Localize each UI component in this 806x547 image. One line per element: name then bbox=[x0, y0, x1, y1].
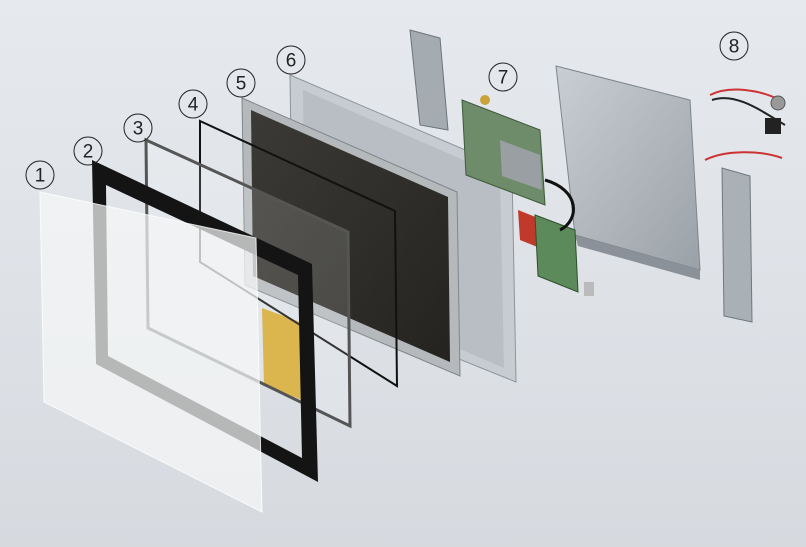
svg-text:6: 6 bbox=[286, 51, 297, 72]
mount-bracket bbox=[409, 29, 449, 131]
lcd-panel bbox=[241, 97, 461, 377]
svg-text:4: 4 bbox=[188, 95, 199, 116]
label-8: 8 bbox=[719, 31, 749, 61]
svg-text:5: 5 bbox=[236, 74, 247, 95]
svg-text:8: 8 bbox=[729, 37, 740, 58]
black-bezel-frame bbox=[92, 160, 318, 482]
svg-text:2: 2 bbox=[83, 142, 94, 163]
svg-text:1: 1 bbox=[35, 166, 46, 187]
touch-flex-cable bbox=[262, 308, 302, 400]
label-1: 1 bbox=[25, 160, 55, 190]
label-3: 3 bbox=[123, 113, 153, 143]
label-6: 6 bbox=[276, 45, 306, 75]
svg-text:3: 3 bbox=[133, 119, 144, 140]
label-4: 4 bbox=[178, 89, 208, 119]
chassis-plate bbox=[555, 65, 701, 280]
label-7: 7 bbox=[488, 62, 518, 92]
label-5: 5 bbox=[226, 68, 256, 98]
power-connector-cables bbox=[704, 88, 786, 161]
mainboard bbox=[461, 95, 594, 296]
label-2: 2 bbox=[73, 136, 103, 166]
svg-text:7: 7 bbox=[498, 68, 509, 89]
side-bracket bbox=[721, 167, 753, 323]
cover-glass bbox=[39, 191, 263, 513]
